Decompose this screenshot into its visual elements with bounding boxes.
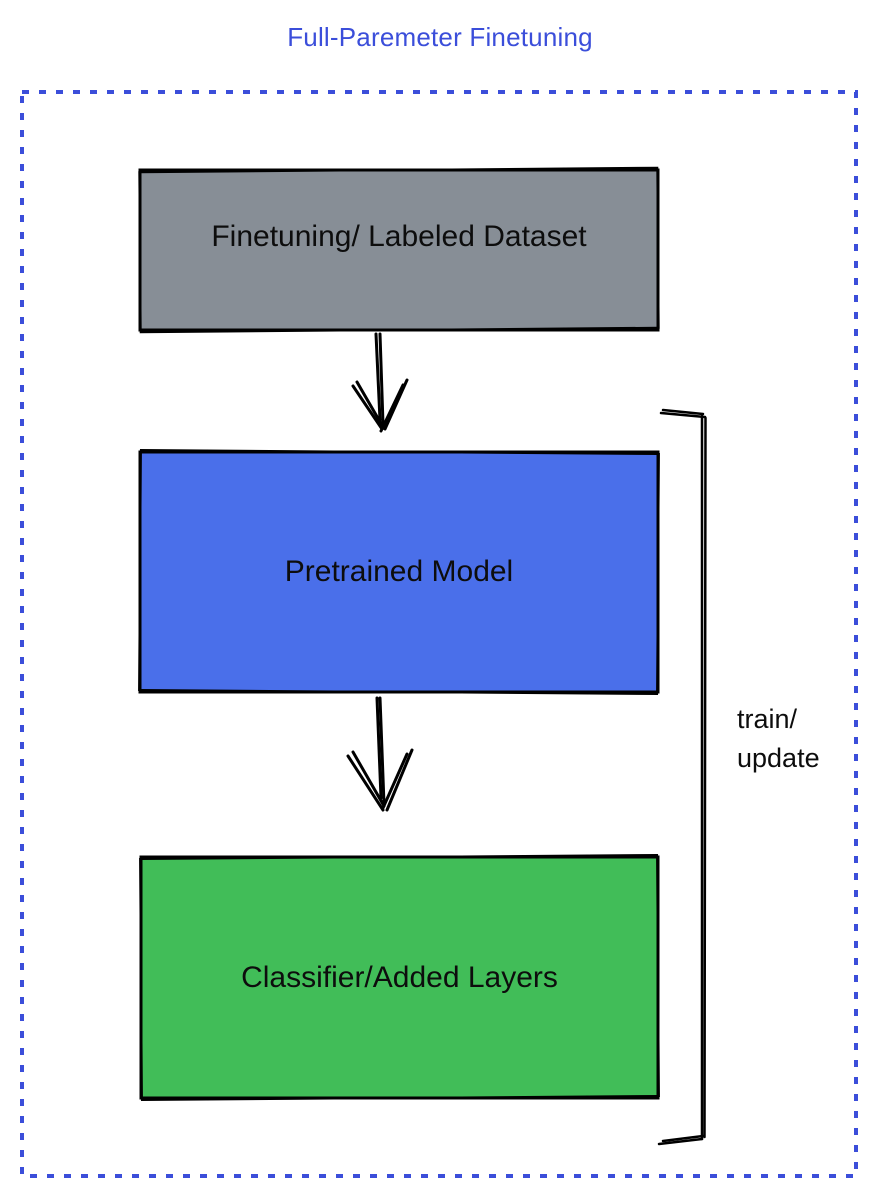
dataset-box-rect [138,168,660,332]
classifier-box-shape [139,853,660,1102]
dataset-box-sketch-stroke [138,166,660,334]
arrow-dataset-to-pretrained [351,332,409,433]
pretrained-box-rect [138,450,660,694]
train-update-label: train/ update [737,704,820,773]
classifier-box-rect [139,855,660,1100]
classifier-box-sketch-stroke [139,853,660,1102]
arrow-pretrained-to-classifier [346,696,414,812]
pretrained-box-shape [138,448,660,696]
dashed-border [20,90,858,1178]
train-update-bracket [657,408,707,1146]
diagram-title: Full-Paremeter Finetuning [287,22,593,52]
dataset-box-shape [138,166,660,334]
pretrained-box-sketch-stroke [138,448,660,696]
